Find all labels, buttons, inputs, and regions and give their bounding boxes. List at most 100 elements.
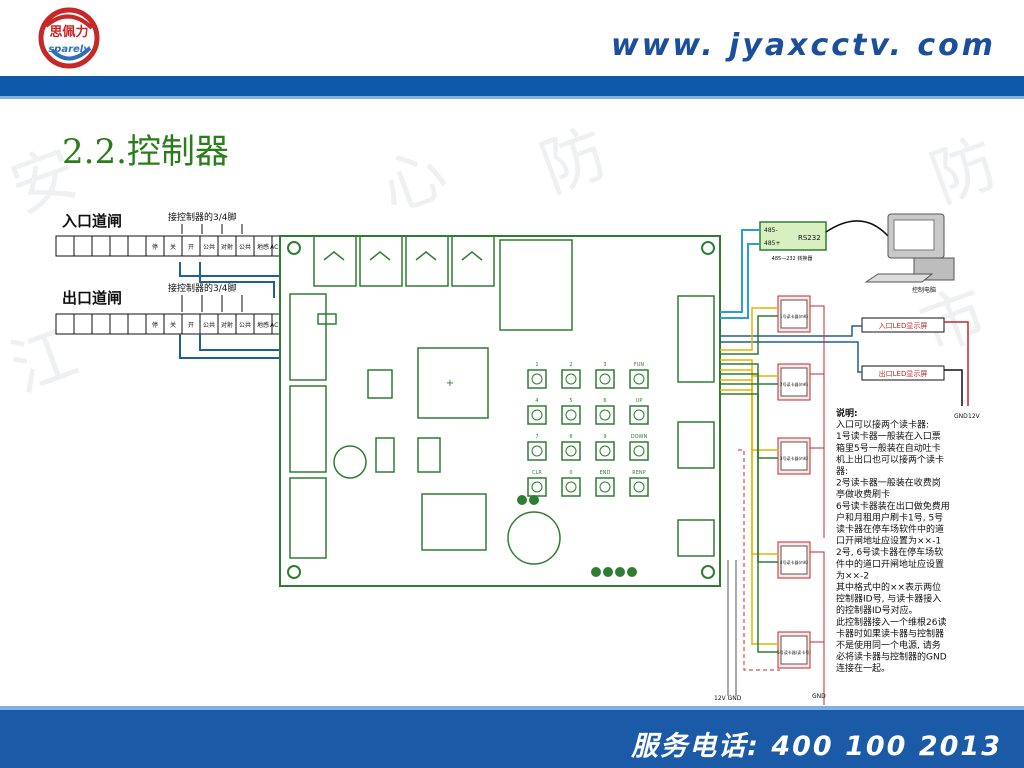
keypad-key-label: CLR — [532, 470, 542, 476]
keypad-key — [527, 405, 547, 425]
logo-text-bottom: sparely — [48, 44, 90, 55]
terminal-label: 公共 — [239, 243, 251, 251]
header-rule-light — [0, 96, 1024, 99]
watermark-char: 防 — [531, 115, 617, 208]
keypad-key-label: 2 — [569, 362, 572, 368]
chip-group — [317, 239, 573, 565]
note-line: 机上出口也可以接两个读卡 — [836, 453, 944, 465]
keypad-key — [561, 477, 581, 497]
entrance-note: 接控制器的3/4脚 — [168, 211, 237, 223]
keypad-key-label: RENP — [632, 470, 645, 476]
control-computer-icon: 控制电脑 — [864, 213, 955, 294]
note-line: 入口可以接两个读卡器: — [836, 419, 929, 431]
keypad-key — [629, 405, 649, 425]
note-line: 2号, 6号读卡器在停车场软 — [836, 546, 943, 558]
keypad-key-label: UP — [636, 398, 643, 404]
footer-line — [0, 706, 1024, 710]
entrance-title: 入口道闸 — [62, 212, 122, 230]
keypad-key-label: 7 — [535, 434, 538, 440]
terminal-label: 关 — [170, 243, 176, 251]
keypad-key — [561, 369, 581, 389]
exit-note: 接控制器的3/4脚 — [168, 282, 237, 294]
logo-text-top: 思佩力 — [49, 24, 88, 40]
keypad-key — [527, 369, 547, 389]
card-reader-label: 2号读卡器(mK) — [780, 381, 809, 387]
svg-text:GND: GND — [812, 693, 826, 700]
note-line: 箱里5号一般装在自动吐卡 — [836, 442, 941, 454]
note-line: 亭做收费刷卡 — [836, 488, 890, 500]
svg-text:出口LED显示屏: 出口LED显示屏 — [879, 369, 928, 378]
svg-text:12V GND: 12V GND — [714, 695, 742, 702]
terminal-label: 对射 — [221, 243, 233, 251]
capacitor-row — [517, 495, 637, 577]
company-logo: 思佩力 sparely — [38, 7, 100, 69]
keypad-key — [595, 369, 615, 389]
terminal-label: 开 — [188, 322, 194, 329]
card-reader-column: 1号读卡器(mK)2号读卡器(mK)3号读卡器(mK)4号读卡器(mK)5号读卡… — [720, 295, 825, 705]
keypad-key — [561, 405, 581, 425]
slide-title: 2.2.控制器 — [62, 132, 229, 172]
note-line: 控制器ID号, 与读卡器接入 — [836, 593, 941, 605]
site-url[interactable]: www. jyaxcctv. com — [610, 28, 996, 63]
terminal-label: 地感 — [257, 243, 269, 251]
keypad-key-label: FUN — [634, 362, 645, 368]
left-terminal-blocks — [289, 293, 327, 559]
note-line: 为××-2 — [836, 569, 869, 581]
note-line: 不是使用同一个电源, 请务 — [836, 639, 941, 651]
explanation-notes: 说明:入口可以接两个读卡器:1号读卡器一般装在入口票箱里5号一般装在自动吐卡机上… — [836, 407, 950, 674]
note-line: 户和月租用户刷卡1号, 5号 — [836, 511, 943, 523]
card-reader-label: 4号读卡器(mK) — [780, 559, 809, 565]
keypad-key-label: 0 — [569, 470, 572, 476]
keypad-key-label: 3 — [603, 362, 606, 368]
svg-text:+: + — [446, 378, 454, 389]
note-line: 6号读卡器装在出口做免费用 — [836, 500, 950, 512]
svg-text:485—232 转换器: 485—232 转换器 — [772, 255, 813, 262]
keypad-key — [629, 369, 649, 389]
note-line: 2号读卡器一般装在收费岗 — [836, 477, 941, 489]
card-reader-label: 3号读卡器(mK) — [780, 455, 809, 461]
keypad-key-label: 5 — [569, 398, 572, 404]
note-line: 口开闸地址应设置为××-1 — [836, 535, 941, 547]
keypad-key-label: 8 — [569, 434, 572, 440]
card-reader-label: 1号读卡器(mK) — [780, 313, 809, 319]
footer-bar — [0, 710, 1024, 768]
note-line: 件中的道口开闸地址应设置 — [836, 558, 944, 570]
rs485-converter: 485- 485+ RS232 485—232 转换器 — [759, 221, 827, 262]
terminal-label: 开 — [188, 244, 194, 251]
keypad-key-label: DOWN — [631, 434, 648, 440]
note-line: 器: — [836, 466, 848, 477]
keypad-key — [629, 477, 649, 497]
note-line: 其中格式中的××表示两位 — [836, 581, 941, 593]
svg-text:12V: 12V — [968, 413, 981, 420]
keypad-key-label: 9 — [603, 434, 606, 440]
note-line: 的控制器ID号对应。 — [836, 604, 918, 616]
terminal-label: 停 — [152, 243, 158, 251]
terminal-label: 公共 — [203, 321, 215, 329]
note-line: 必将读卡器与控制器的GND — [836, 651, 947, 663]
led-display-entrance: 入口LED显示屏 — [861, 317, 945, 333]
keypad-key-label: 4 — [535, 398, 538, 404]
terminal-label: 停 — [152, 321, 158, 329]
terminal-label: 公共 — [203, 243, 215, 251]
header-rule — [0, 76, 1024, 96]
led-display-exit: 出口LED显示屏 — [861, 365, 945, 381]
terminal-label: 对射 — [221, 321, 233, 329]
terminal-label: 关 — [170, 321, 176, 329]
exit-title: 出口道闸 — [62, 289, 122, 307]
note-line: 读卡器在停车场软件中的道 — [836, 523, 944, 535]
computer-label: 控制电脑 — [912, 286, 936, 294]
svg-text:485-: 485- — [764, 227, 778, 234]
terminal-label: 公共 — [239, 321, 251, 329]
terminal-label: 地感 — [257, 321, 269, 329]
svg-text:RS232: RS232 — [798, 234, 821, 242]
note-line: 连接在一起。 — [836, 662, 890, 674]
keypad-key — [527, 477, 547, 497]
keypad-key — [595, 441, 615, 461]
svg-text:GND: GND — [954, 413, 968, 420]
keypad-key — [561, 441, 581, 461]
relay-group — [313, 235, 495, 287]
